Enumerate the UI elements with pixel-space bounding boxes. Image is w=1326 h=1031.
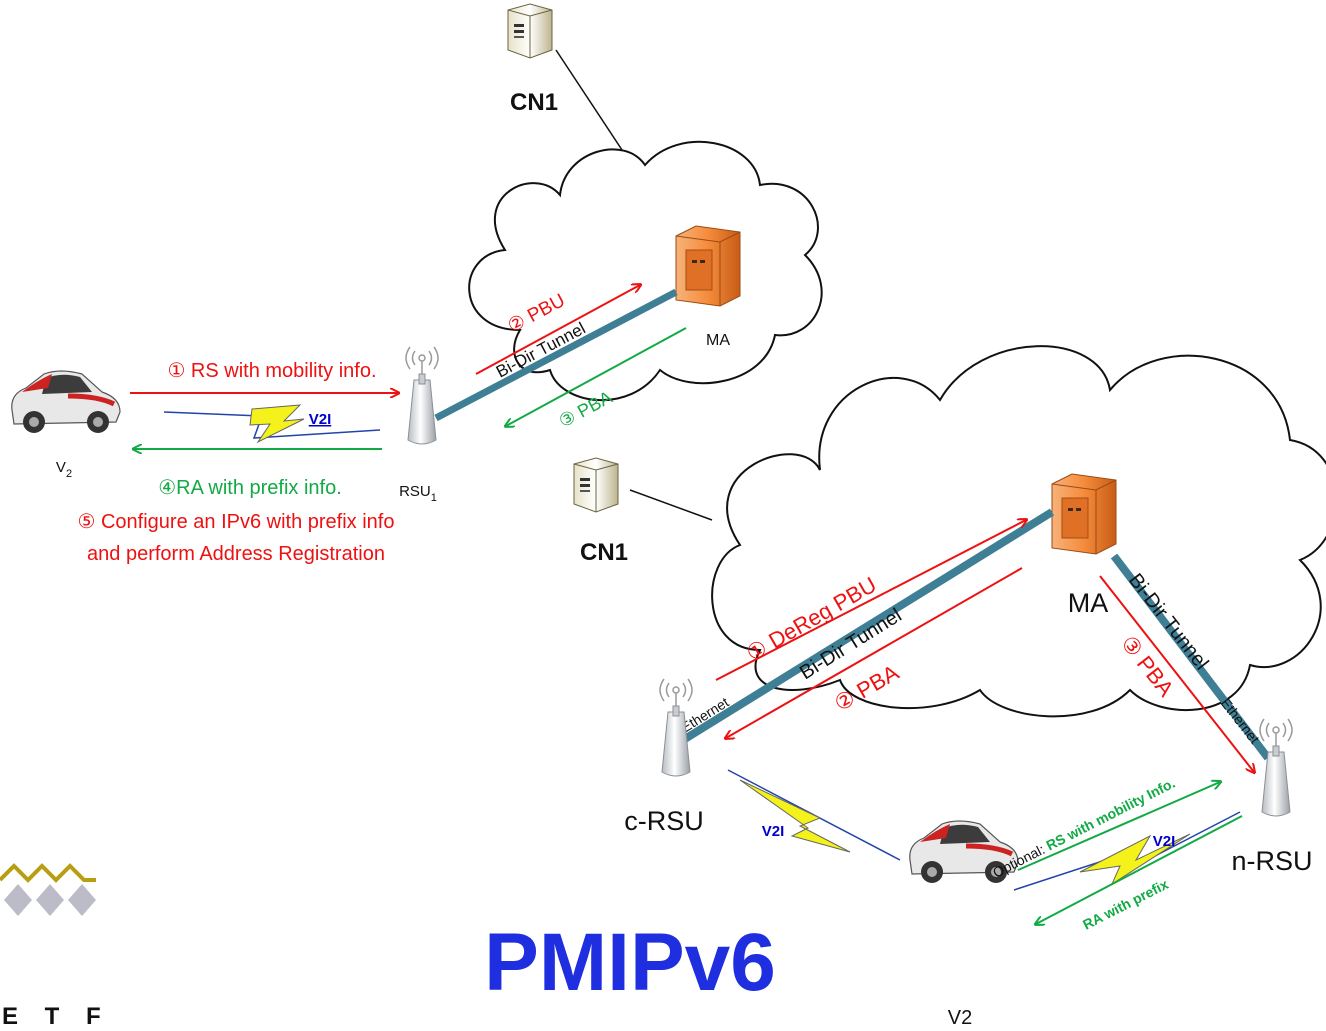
top-ra-label: ④RA with prefix info.: [158, 477, 342, 499]
top-cloud: [468, 140, 823, 402]
top-pbu-arrow: [475, 285, 640, 375]
top-v2i-link: [163, 411, 381, 439]
top-configure-line2: and perform Address Registration: [87, 543, 385, 565]
bottom-bolt-right-icon: [1079, 833, 1191, 886]
top-rs-label: ① RS with mobility info.: [167, 360, 376, 382]
bottom-v2i-left-label: V2I: [762, 823, 785, 840]
top-scenario: CN1 MA Bi-Dir Tunnel ② PBU ③ PBA RSU1 V2…: [12, 3, 823, 565]
top-rsu-icon: [405, 346, 439, 445]
ietf-logo-letters: E T F: [2, 1003, 111, 1030]
bottom-cn-server-icon: [573, 457, 619, 513]
bottom-c-rsu-label: c-RSU: [624, 806, 704, 836]
bottom-optional-rs-arrow: [1017, 782, 1220, 871]
bottom-vehicle-label: V2: [948, 1007, 972, 1029]
top-vehicle-label: V2: [56, 459, 72, 480]
bottom-cn-label: CN1: [580, 539, 628, 566]
top-cn-label: CN1: [510, 89, 558, 116]
top-cn-link: [555, 49, 627, 157]
bottom-tunnel-line-right: [1110, 553, 1272, 761]
top-cn-server-icon: [507, 3, 553, 59]
top-tunnel-line: [434, 288, 678, 422]
top-configure-line1: ⑤ Configure an IPv6 with prefix info: [78, 511, 395, 533]
ietf-logo: E T F: [0, 863, 111, 1030]
top-rsu-label: RSU1: [399, 483, 437, 504]
bottom-bolt-left-icon: [739, 779, 851, 853]
bottom-ma-label: MA: [1068, 588, 1109, 618]
bottom-pba3-arrow: [1099, 575, 1254, 772]
top-vehicle-icon: [12, 371, 120, 433]
bottom-n-rsu-label: n-RSU: [1231, 846, 1312, 876]
top-ma-server-icon: [675, 225, 741, 307]
bottom-ma-server-icon: [1051, 473, 1117, 555]
bottom-dereg-arrow: [715, 520, 1026, 681]
page-title: PMIPv6: [484, 917, 776, 1008]
top-bolt-icon: [249, 404, 305, 444]
top-v2i-label: V2I: [309, 411, 332, 428]
bottom-ra-arrow: [1036, 815, 1243, 924]
top-ma-label: MA: [706, 332, 730, 349]
bottom-ethernet-label-right: Ethernet: [1218, 695, 1263, 747]
top-pba-arrow: [506, 327, 687, 426]
bottom-n-rsu-icon: [1259, 718, 1293, 817]
bottom-pba2-arrow: [726, 567, 1023, 738]
bottom-v2i-right-label: V2I: [1153, 833, 1176, 850]
bottom-ra-label: RA with prefix: [1080, 876, 1171, 933]
bottom-scenario: CN1 MA Ethernet Bi-Dir Tunnel Bi-Dir Tun…: [573, 345, 1326, 1029]
bottom-tunnel-line: [677, 508, 1055, 746]
bottom-cn-link: [629, 489, 713, 521]
